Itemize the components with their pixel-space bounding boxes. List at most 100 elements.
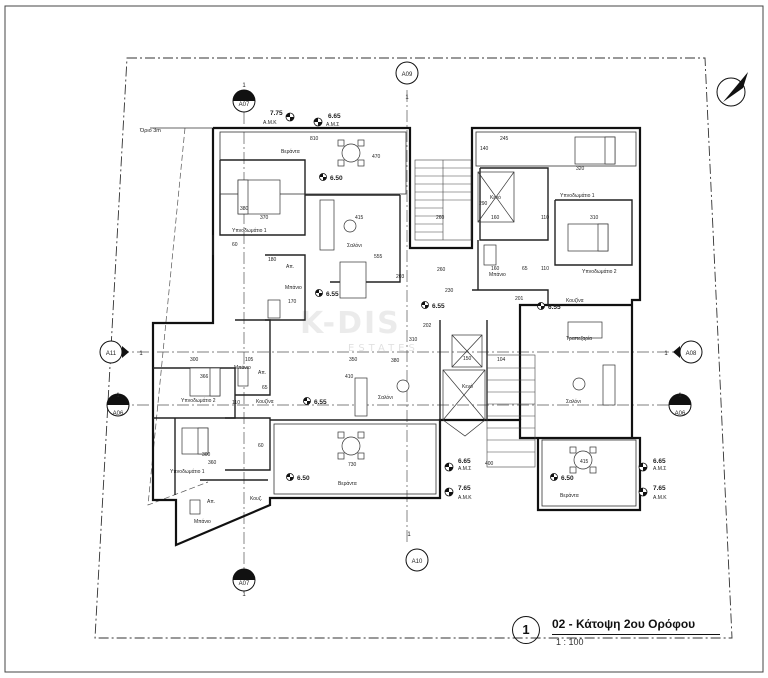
svg-text:7.65: 7.65 xyxy=(653,485,666,492)
room-label: Βεράντα xyxy=(560,492,579,499)
north-arrow-icon xyxy=(716,72,748,107)
svg-text:470: 470 xyxy=(372,154,381,160)
svg-text:Α.Μ.Κ: Α.Μ.Κ xyxy=(653,495,667,501)
section-marker-a06-left: A06 1 xyxy=(106,393,130,417)
furniture xyxy=(181,136,616,515)
room-label: Υπνοδωμάτιο 2 xyxy=(582,268,617,275)
svg-text:415: 415 xyxy=(580,459,589,465)
room-label: Υπνοδωμάτιο 1 xyxy=(170,468,205,475)
svg-text:7.75: 7.75 xyxy=(270,110,283,117)
room-label: Μπάνιο xyxy=(489,271,506,278)
svg-text:6.50: 6.50 xyxy=(330,175,343,182)
room-label: Μπάνιο xyxy=(285,284,302,291)
svg-text:104: 104 xyxy=(497,357,506,363)
section-marker-a10: A10 1 xyxy=(405,532,429,572)
svg-text:110: 110 xyxy=(541,215,549,221)
level-marker-bc-ams: 6.65 Α.Μ.Σ xyxy=(444,458,471,472)
svg-text:230: 230 xyxy=(445,288,454,294)
svg-text:1: 1 xyxy=(242,83,246,89)
svg-text:A08: A08 xyxy=(686,351,697,357)
svg-text:65: 65 xyxy=(262,385,268,391)
floor-level-7: 6.55 xyxy=(303,397,327,406)
staircase xyxy=(414,159,536,468)
svg-text:1: 1 xyxy=(664,351,668,357)
svg-text:380: 380 xyxy=(240,206,249,212)
svg-text:6.50: 6.50 xyxy=(297,475,310,482)
svg-text:6.55: 6.55 xyxy=(432,303,445,310)
svg-text:A11: A11 xyxy=(106,351,117,357)
veranda-outlines xyxy=(219,131,637,507)
drawing-number: 1 xyxy=(512,616,540,644)
svg-text:260: 260 xyxy=(436,215,445,221)
floor-level-4: 6.55 xyxy=(537,302,561,311)
svg-text:1: 1 xyxy=(407,532,411,538)
svg-text:260: 260 xyxy=(437,267,446,273)
svg-text:A07: A07 xyxy=(239,102,250,108)
svg-text:1: 1 xyxy=(116,393,120,399)
section-marker-a11: A11 1 xyxy=(99,340,143,364)
watermark-logo: K-DIS xyxy=(300,306,401,341)
level-markers: 7.75 Α.Μ.Κ 6.65 Α.Μ.Σ 6.65 Α.Μ.Σ 7.65 Α.… xyxy=(263,110,667,501)
section-marker-a08: A08 1 xyxy=(664,340,703,364)
svg-text:201: 201 xyxy=(515,296,524,302)
svg-text:6.65: 6.65 xyxy=(653,458,666,465)
level-marker-tl-amk: 7.75 Α.Μ.Κ xyxy=(263,110,295,126)
room-label: Υπνοδωμάτιο 2 xyxy=(181,397,216,404)
room-label: Υπνοδωμάτιο 1 xyxy=(232,227,267,234)
svg-text:180: 180 xyxy=(268,257,277,263)
svg-text:203: 203 xyxy=(396,274,405,280)
svg-text:6.55: 6.55 xyxy=(548,304,561,311)
room-label: Απ. xyxy=(207,499,215,505)
room-label: Κενό xyxy=(462,383,473,390)
drawing-title: 02 - Κάτοψη 2ου Ορόφου xyxy=(552,617,696,631)
svg-text:110: 110 xyxy=(541,266,549,272)
svg-text:1: 1 xyxy=(405,95,409,101)
room-label: Κουζίνα xyxy=(566,298,584,304)
room-label: Βεράντα xyxy=(281,148,300,155)
level-marker-br-amk: 7.65 Α.Μ.Κ xyxy=(638,485,667,501)
room-label: Βεράντα xyxy=(338,480,357,487)
svg-text:310: 310 xyxy=(409,337,418,343)
svg-text:7.65: 7.65 xyxy=(458,485,471,492)
section-marker-a09: A09 1 xyxy=(395,61,419,101)
drawing-title-block: 1 02 - Κάτοψη 2ου Ορόφου 1 : 100 xyxy=(512,614,722,654)
room-label: Σαλόνι xyxy=(378,394,393,401)
svg-text:410: 410 xyxy=(345,374,354,380)
svg-text:A07: A07 xyxy=(239,581,250,587)
room-label: Κουζ. xyxy=(250,496,262,502)
title-underline xyxy=(552,634,720,635)
svg-text:170: 170 xyxy=(288,299,297,305)
svg-text:730: 730 xyxy=(348,462,357,468)
interior-walls xyxy=(153,159,633,495)
svg-text:6.50: 6.50 xyxy=(561,475,574,482)
room-label: Απ. xyxy=(286,264,294,270)
svg-text:6.65: 6.65 xyxy=(328,113,341,120)
svg-text:300: 300 xyxy=(190,357,199,363)
svg-text:150: 150 xyxy=(463,356,472,362)
svg-text:A10: A10 xyxy=(412,559,423,565)
svg-text:6.55: 6.55 xyxy=(314,399,327,406)
room-label: Υπνοδωμάτιο 1 xyxy=(560,192,595,199)
svg-text:310: 310 xyxy=(590,215,599,221)
svg-text:Α.Μ.Σ: Α.Μ.Σ xyxy=(326,122,339,128)
svg-text:Α.Μ.Σ: Α.Μ.Σ xyxy=(653,466,666,472)
floor-level-6: 6.50 xyxy=(550,473,574,482)
svg-text:160: 160 xyxy=(491,215,500,221)
svg-text:245: 245 xyxy=(500,136,509,142)
svg-text:810: 810 xyxy=(310,136,319,142)
room-label: Απ. xyxy=(258,370,266,376)
floor-level-2: 6.55 xyxy=(315,289,339,298)
building-walls xyxy=(151,126,642,547)
watermark-subtitle: ESTATES xyxy=(348,343,419,354)
svg-text:140: 140 xyxy=(480,146,489,152)
level-marker-tl-ams: 6.65 Α.Μ.Σ xyxy=(313,113,341,128)
svg-text:6.65: 6.65 xyxy=(458,458,471,465)
svg-text:65: 65 xyxy=(522,266,528,272)
svg-text:202: 202 xyxy=(423,323,432,329)
floor-level-5: 6.50 xyxy=(286,473,310,482)
section-marker-a07-top: A07 1 xyxy=(232,83,256,113)
svg-text:370: 370 xyxy=(260,215,269,221)
void-shafts xyxy=(442,171,515,437)
room-label: Κενό xyxy=(490,194,501,201)
svg-text:366: 366 xyxy=(200,374,209,380)
